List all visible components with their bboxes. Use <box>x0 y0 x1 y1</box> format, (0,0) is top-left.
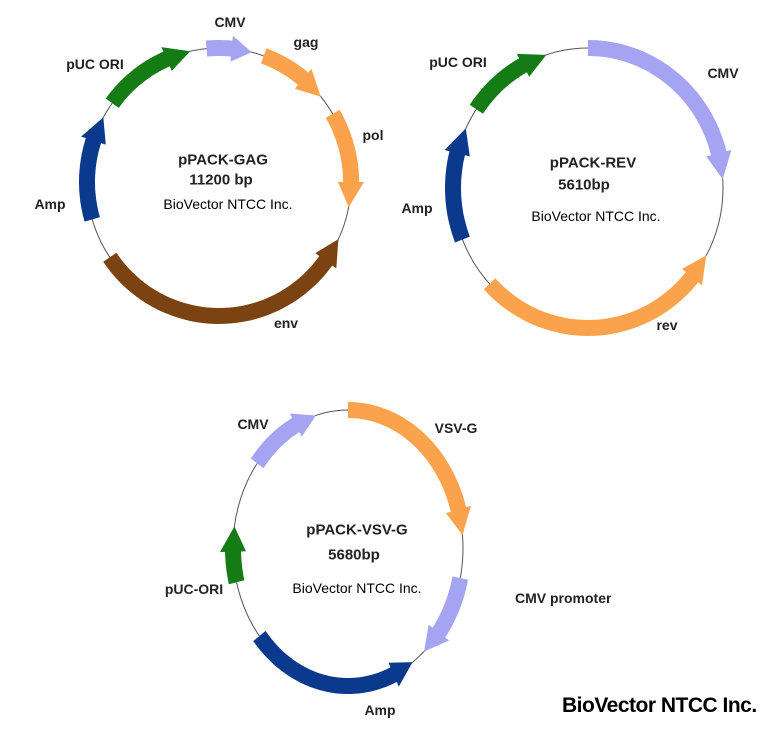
feature-arrow-amp <box>253 630 413 694</box>
plasmid-size: 5680bp <box>328 546 380 564</box>
company-label: BioVector NTCC Inc. <box>292 580 422 596</box>
plasmid-name: pPACK-REV <box>549 154 637 172</box>
feature-arrow-env <box>103 239 339 324</box>
feature-arrow-cmv <box>588 40 732 180</box>
feature-label-env: env <box>273 315 299 331</box>
feature-arrow-puc-ori <box>469 53 547 114</box>
feature-label-cmv: CMV <box>214 14 246 30</box>
plasmid-size: 11200 bp <box>189 171 253 189</box>
feature-label-cmv: CMV <box>707 65 739 81</box>
feature-arrow-pol <box>325 109 364 208</box>
feature-label-puc-ori: pUC ORI <box>66 56 124 72</box>
feature-arrow-gag <box>261 48 321 97</box>
feature-arrow-puc-ori <box>105 47 191 108</box>
feature-label-cmv: CMV <box>237 416 269 432</box>
company-label: BioVector NTCC Inc. <box>163 196 293 212</box>
feature-arrow-amp <box>444 128 470 243</box>
feature-label-puc-ori: pUC-ORI <box>164 581 224 597</box>
feature-label-rev: rev <box>656 317 678 333</box>
feature-label-amp: Amp <box>401 200 433 216</box>
feature-arrow-rev <box>483 255 707 336</box>
feature-label-pol: pol <box>362 127 384 143</box>
feature-label-cmv-promoter: CMV promoter <box>515 590 612 606</box>
feature-arrow-puc-ori <box>220 526 246 585</box>
feature-label-gag: gag <box>293 34 319 50</box>
feature-label-amp: Amp <box>34 196 66 212</box>
plasmid-name: pPACK-VSV-G <box>306 521 408 539</box>
plasmid-name: pPACK-GAG <box>178 151 268 169</box>
feature-arrow-cmv <box>205 35 252 62</box>
feature-arrow-vsv-g <box>348 402 471 535</box>
feature-arrow-amp <box>79 117 106 222</box>
feature-arrow-cmv <box>250 413 316 469</box>
feature-label-puc-ori: pUC ORI <box>429 54 487 70</box>
plasmid-size: 5610bp <box>558 176 610 194</box>
feature-label-vsv-g: VSV-G <box>434 420 478 436</box>
footer-company: BioVector NTCC Inc. <box>562 694 757 717</box>
feature-arrow-cmv-promoter <box>424 576 468 652</box>
company-label: BioVector NTCC Inc. <box>531 208 661 224</box>
feature-label-amp: Amp <box>364 702 396 718</box>
